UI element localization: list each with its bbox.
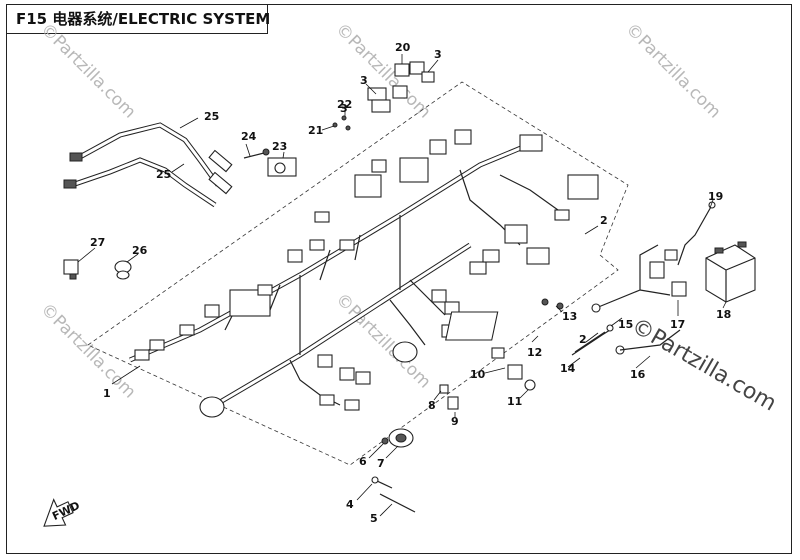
- clip-26[interactable]: [114, 260, 132, 280]
- callout-18: 18: [716, 308, 731, 321]
- connector-9[interactable]: [439, 384, 459, 410]
- callout-23: 23: [272, 140, 287, 153]
- diagram-frame: [6, 4, 792, 554]
- harness-boundary: [87, 81, 629, 466]
- callout-1: 1: [103, 387, 111, 400]
- page-title: F15 电器系统/ELECTRIC SYSTEM: [6, 4, 270, 34]
- sensor-10[interactable]: [491, 347, 536, 391]
- forward-arrow: FWD: [43, 498, 82, 527]
- ground-bolt-4[interactable]: [371, 476, 393, 489]
- callout-14: 14: [560, 362, 576, 375]
- callout-4: 4: [346, 498, 354, 511]
- callout-13: 13: [562, 310, 577, 323]
- callout-11: 11: [507, 395, 522, 408]
- connector-27[interactable]: [63, 259, 79, 280]
- callout-22: 22: [337, 98, 352, 111]
- watermark: ©Partzilla.com: [621, 19, 724, 122]
- sensor-23[interactable]: [243, 148, 297, 177]
- oxygen-sensor-cables[interactable]: [63, 122, 233, 208]
- battery-cable-16[interactable]: [591, 244, 681, 355]
- cable-14[interactable]: [571, 324, 614, 356]
- callout-3c: 3: [340, 102, 348, 115]
- regulator-12[interactable]: [445, 298, 564, 341]
- relay-cluster[interactable]: [367, 61, 435, 113]
- callout-5: 5: [370, 512, 378, 525]
- bolts-21-22[interactable]: [332, 115, 351, 131]
- callout-9: 9: [451, 415, 459, 428]
- callout-15: 15: [618, 318, 633, 331]
- battery-18[interactable]: [705, 241, 756, 303]
- callout-20: 20: [395, 41, 411, 54]
- callout-25b: 25: [156, 168, 171, 181]
- callout-24: 24: [241, 130, 257, 143]
- starter-relay-17[interactable]: [649, 249, 687, 297]
- callout-2b: 2: [579, 333, 587, 346]
- callout-3b: 3: [434, 48, 442, 61]
- callout-17: 17: [670, 318, 685, 331]
- callout-10: 10: [470, 368, 486, 381]
- callout-8: 8: [428, 399, 436, 412]
- callout-25a: 25: [204, 110, 219, 123]
- callout-26: 26: [132, 244, 148, 257]
- callout-12: 12: [527, 346, 542, 359]
- rod-5[interactable]: [379, 493, 416, 513]
- callout-16: 16: [630, 368, 646, 381]
- bracket-7[interactable]: [381, 428, 414, 448]
- callout-21: 21: [308, 124, 323, 137]
- callout-3a: 3: [360, 74, 368, 87]
- callout-27: 27: [90, 236, 105, 249]
- watermark-center: ©Partzilla.com: [627, 314, 780, 417]
- callout-6: 6: [359, 455, 367, 468]
- callout-2: 2: [600, 214, 608, 227]
- callout-7: 7: [377, 457, 385, 470]
- battery-cable-19[interactable]: [677, 201, 716, 266]
- main-wiring-harness[interactable]: [129, 129, 599, 418]
- callouts: 1 2 2 3 3 3 4 5 6 7 8 9 10 11 12 13 14 1…: [77, 41, 731, 525]
- watermark: ©Partzilla.com: [36, 19, 139, 122]
- callout-19: 19: [708, 190, 723, 203]
- watermark: ©Partzilla.com: [36, 299, 139, 402]
